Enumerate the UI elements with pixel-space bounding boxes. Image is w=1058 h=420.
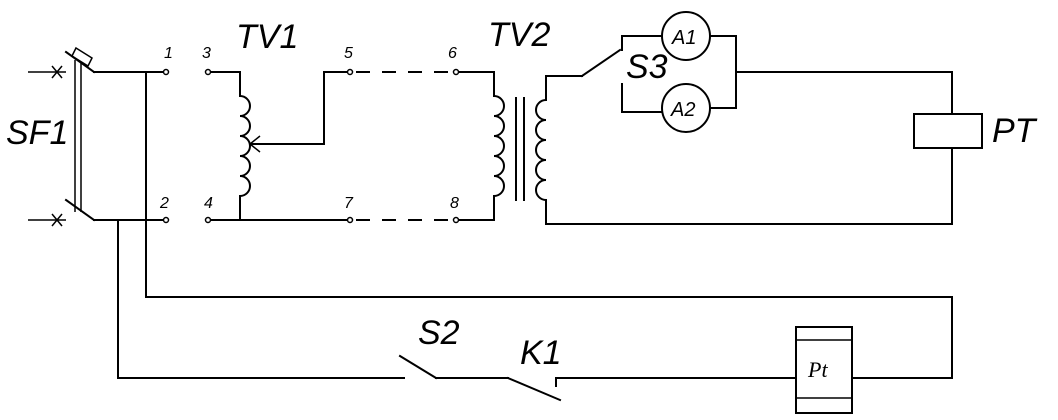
terminal-5-label: 5 [344,45,353,62]
label-s3: S3 [626,48,668,86]
terminal-7-label: 7 [344,195,354,212]
terminal-3-node [204,68,212,76]
label-pt-load: PT [992,112,1038,150]
load-pt [545,71,983,225]
label-s2: S2 [418,314,460,352]
label-k1: K1 [520,334,562,372]
terminal-1-label: 1 [164,45,173,62]
breaker-sf1 [28,46,167,227]
terminal-5-node [346,68,354,76]
terminal-8-label: 8 [450,195,459,212]
label-tv2: TV2 [488,16,550,54]
terminal-7-node [346,216,354,224]
label-sf1: SF1 [6,114,68,152]
terminal-4-label: 4 [204,195,213,212]
control-wiring [117,71,953,402]
terminal-4-node [204,216,212,224]
transformer-tv2 [455,71,583,225]
terminal-2-node [162,216,170,224]
terminal-3-label: 3 [202,45,211,62]
terminal-1-node [162,68,170,76]
terminal-6-node [452,68,460,76]
label-tv1: TV1 [236,18,298,56]
ammeter-branch [580,11,953,133]
terminal-2-label: 2 [159,195,169,212]
relay-pt [795,326,853,414]
terminal-6-label: 6 [448,45,457,62]
label-a2: A2 [670,99,695,121]
label-a1: A1 [671,27,696,49]
label-pt-relay: Pt [807,357,828,382]
transformer-tv1 [207,71,349,221]
terminal-8-node [452,216,460,224]
